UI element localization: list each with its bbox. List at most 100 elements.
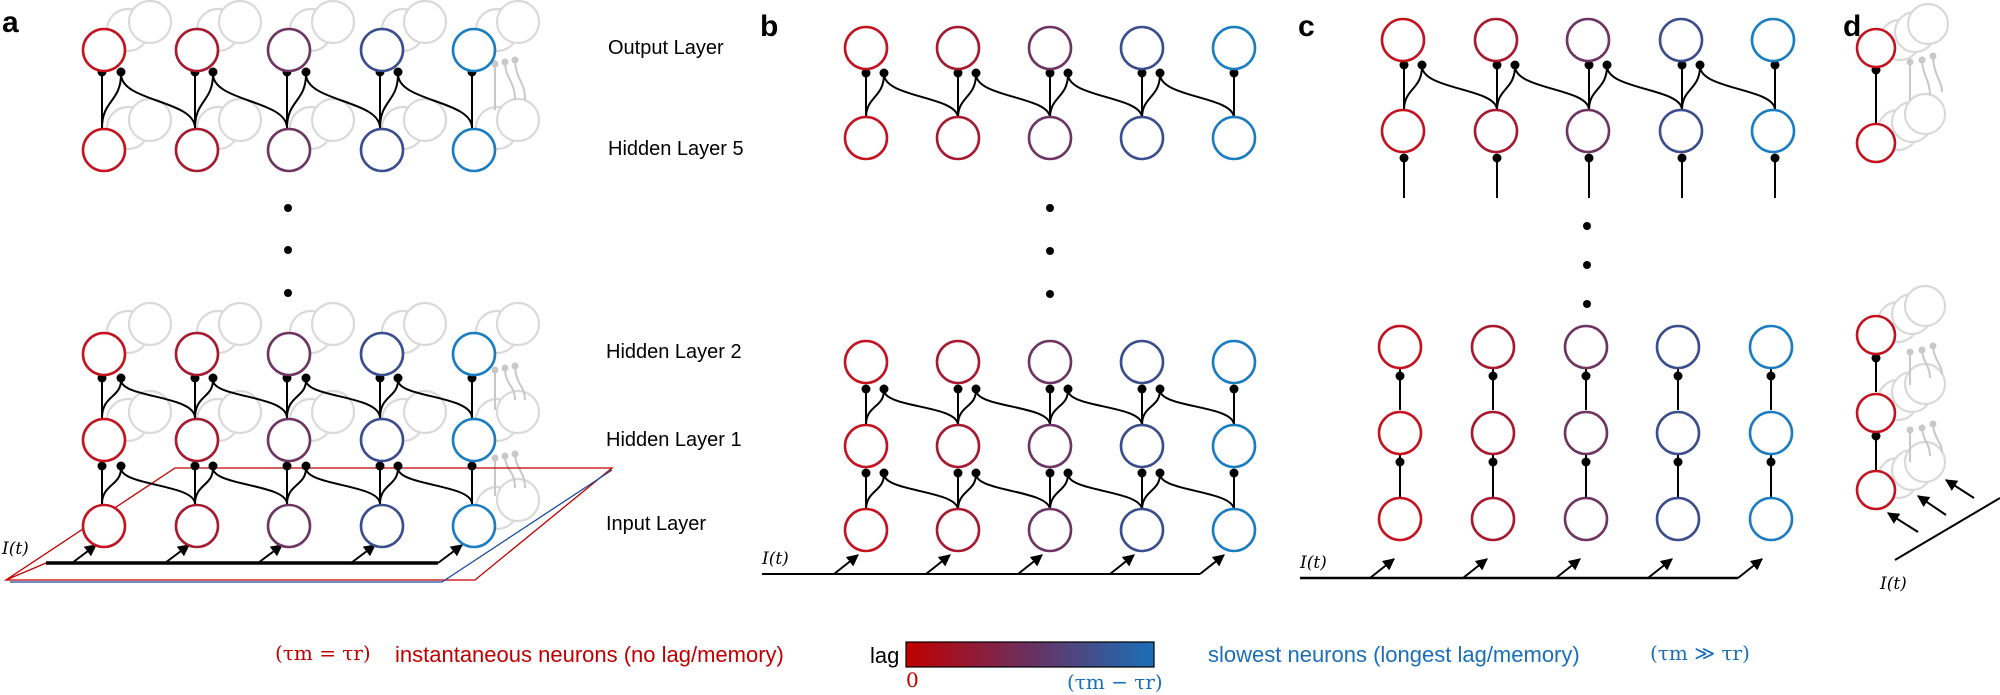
neuron bbox=[81, 331, 127, 377]
panel-b: I(t) bbox=[761, 25, 1257, 575]
connections-a-top bbox=[97, 67, 477, 129]
neuron bbox=[1565, 17, 1611, 63]
colorbar-min-label: 0 bbox=[906, 668, 919, 692]
neuron bbox=[359, 417, 405, 463]
legend-right-text: slowest neurons (longest lag/memory) bbox=[1208, 642, 1580, 667]
panel-d: I(t) bbox=[1855, 2, 2000, 594]
neuron bbox=[1211, 339, 1257, 385]
neuron bbox=[1563, 324, 1609, 370]
neuron bbox=[1470, 496, 1516, 542]
input-plane-blue bbox=[10, 469, 613, 583]
neuron bbox=[451, 127, 497, 173]
neuron bbox=[1027, 25, 1073, 71]
input-arrows-d bbox=[1886, 479, 1975, 533]
neuron bbox=[451, 417, 497, 463]
neuron bbox=[174, 417, 220, 463]
input-arrows-b bbox=[833, 554, 1225, 575]
neuron bbox=[1027, 339, 1073, 385]
ellipsis-dot bbox=[1583, 222, 1591, 230]
neuron bbox=[1565, 108, 1611, 154]
connections-b-top bbox=[861, 68, 1239, 119]
connections-b-inh1 bbox=[861, 468, 1239, 511]
lag-colorbar bbox=[905, 641, 1155, 668]
neuron bbox=[843, 115, 889, 161]
neuron bbox=[1119, 423, 1165, 469]
ellipsis-dot bbox=[1046, 290, 1054, 298]
neuron bbox=[359, 127, 405, 173]
neuron bbox=[1380, 108, 1426, 154]
colorbar-label: lag bbox=[870, 643, 899, 668]
ellipsis-dot bbox=[1046, 204, 1054, 212]
neuron bbox=[1119, 507, 1165, 553]
neuron bbox=[1658, 17, 1704, 63]
neuron bbox=[359, 331, 405, 377]
neuron bbox=[359, 503, 405, 549]
neuron bbox=[843, 339, 889, 385]
neuron bbox=[81, 27, 127, 73]
panel-letter-b: b bbox=[760, 10, 778, 43]
neuron bbox=[266, 127, 312, 173]
input-arrows-c bbox=[1369, 558, 1763, 579]
neuron bbox=[359, 27, 405, 73]
neuron bbox=[1748, 410, 1794, 456]
neuron bbox=[1750, 17, 1796, 63]
neuron bbox=[935, 339, 981, 385]
neuron bbox=[1748, 324, 1794, 370]
ghost-neurons-d bbox=[1876, 2, 1950, 500]
legend-right-math: (τm ≫ τr) bbox=[1650, 641, 1750, 665]
output-layer-label: Output Layer bbox=[608, 37, 724, 59]
neuron bbox=[1119, 25, 1165, 71]
input-bar-d bbox=[1894, 497, 2000, 561]
neuron bbox=[935, 25, 981, 71]
ellipsis-dot bbox=[284, 246, 292, 254]
neuron bbox=[1377, 324, 1423, 370]
neuron bbox=[1750, 108, 1796, 154]
panel-letter-c: c bbox=[1298, 10, 1315, 43]
neuron bbox=[935, 507, 981, 553]
neuron bbox=[1855, 27, 1897, 69]
neuron bbox=[1211, 115, 1257, 161]
neuron bbox=[1655, 496, 1701, 542]
neuron bbox=[266, 503, 312, 549]
neuron bbox=[1855, 469, 1897, 511]
ellipsis-dot bbox=[1583, 261, 1591, 269]
hidden-layer-5-label: Hidden Layer 5 bbox=[608, 138, 744, 160]
ellipsis-dot bbox=[284, 204, 292, 212]
neuron bbox=[843, 25, 889, 71]
neuron bbox=[843, 423, 889, 469]
input-label-b: I(t) bbox=[761, 549, 789, 569]
neuron bbox=[1748, 496, 1794, 542]
neuron bbox=[451, 503, 497, 549]
neuron bbox=[174, 27, 220, 73]
neuron bbox=[174, 127, 220, 173]
neuron bbox=[1027, 507, 1073, 553]
neuron bbox=[174, 503, 220, 549]
neuron bbox=[1027, 115, 1073, 161]
legend-left-text: instantaneous neurons (no lag/memory) bbox=[395, 642, 784, 667]
neuron bbox=[1119, 115, 1165, 161]
neuron bbox=[1855, 122, 1897, 164]
panel-a: I(t) bbox=[1, 0, 614, 583]
panel-letter-a: a bbox=[2, 6, 19, 39]
input-arrows-a bbox=[71, 544, 463, 564]
legend-left-math: (τm = τr) bbox=[275, 641, 371, 665]
connections-c-top bbox=[1395, 60, 1780, 497]
neuron bbox=[1377, 410, 1423, 456]
neuron bbox=[174, 331, 220, 377]
neuron bbox=[81, 417, 127, 463]
input-label-d: I(t) bbox=[1879, 574, 1907, 594]
colorbar-max-label: (τm − τr) bbox=[1067, 670, 1163, 694]
neuron bbox=[1655, 410, 1701, 456]
neuron bbox=[935, 115, 981, 161]
neuron bbox=[1470, 324, 1516, 370]
neuron bbox=[1563, 496, 1609, 542]
connections-a-inh1 bbox=[97, 461, 477, 505]
hidden-layer-2-label: Hidden Layer 2 bbox=[606, 341, 742, 363]
ellipsis-dot bbox=[1583, 300, 1591, 308]
neuron bbox=[1027, 423, 1073, 469]
connections-b-h1h2 bbox=[861, 384, 1239, 426]
neuron bbox=[266, 417, 312, 463]
panel-letter-d: d bbox=[1843, 10, 1861, 43]
neuron bbox=[1473, 17, 1519, 63]
